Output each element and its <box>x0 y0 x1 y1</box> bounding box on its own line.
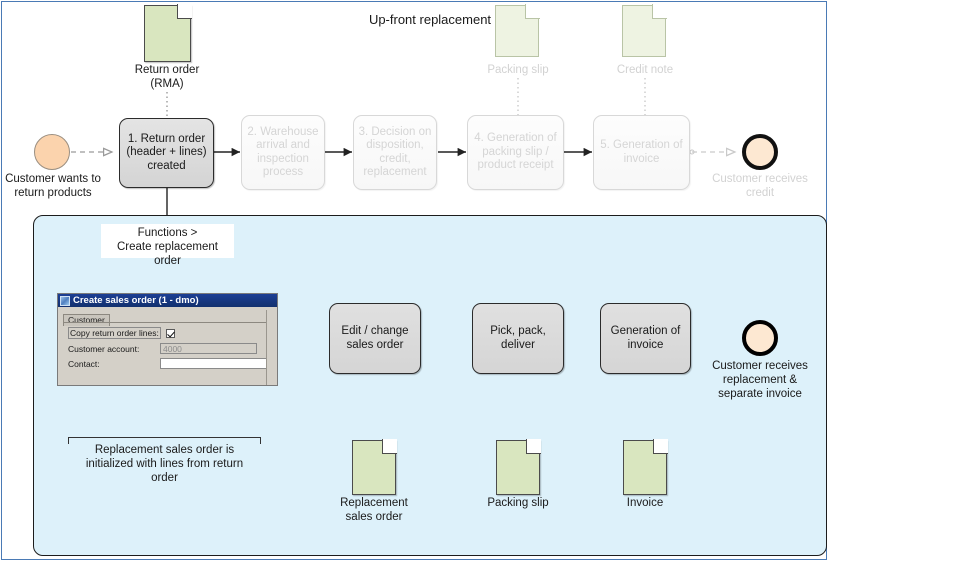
end-replacement-line1: Customer receives <box>712 360 808 372</box>
dialog-tabstrip[interactable]: Customer <box>58 310 277 326</box>
document-packing-slip-replacement <box>496 439 541 495</box>
start-event-label-line1: Customer wants to <box>5 173 101 185</box>
start-event <box>34 134 70 170</box>
contact-label: Contact: <box>68 358 100 369</box>
end-event-credit-label: Customer receives credit <box>700 172 820 200</box>
dialog-row-customer-account: Customer account: 4000 <box>58 343 277 354</box>
document-packing-slip-label: Packing slip <box>487 64 549 76</box>
dialog-row-copy-return-order-lines: Copy return order lines: <box>58 327 277 339</box>
document-credit-note <box>622 4 667 57</box>
window-icon <box>60 295 70 306</box>
functions-callout: Functions > Create replacement order <box>101 224 234 267</box>
task-pick-pack-deliver[interactable]: Pick, pack, deliver <box>472 303 564 374</box>
dialog-titlebar[interactable]: Create sales order (1 - dmo) <box>58 294 277 307</box>
task-decision-disposition[interactable]: 3. Decision on disposition, credit, repl… <box>353 115 437 190</box>
copy-return-order-lines-checkbox[interactable] <box>165 328 175 338</box>
document-fold-corner-icon <box>653 439 668 454</box>
document-credit-note-label: Credit note <box>616 64 674 76</box>
end-event-credit-label-line1: Customer receives <box>712 173 808 185</box>
customer-account-label: Customer account: <box>68 343 140 354</box>
end-replacement-line3: separate invoice <box>718 388 802 400</box>
document-fold-corner-icon <box>526 439 541 454</box>
bracket-annotation-label: Replacement sales order is initialized w… <box>58 443 271 485</box>
task-warehouse-arrival-inspection[interactable]: 2. Warehouse arrival and inspection proc… <box>241 115 325 190</box>
document-fold-corner-icon <box>382 439 397 454</box>
functions-callout-line2: Create replacement order <box>117 241 218 267</box>
document-fold-corner-icon <box>525 4 540 19</box>
bracket-annotation <box>68 437 261 444</box>
document-replacement-sales-order <box>352 439 397 495</box>
start-event-label: Customer wants to return products <box>0 172 108 200</box>
end-replacement-line2: replacement & <box>722 374 798 386</box>
dialog-title: Create sales order (1 - dmo) <box>73 295 199 306</box>
bracket-note-line3: order <box>151 472 178 484</box>
bracket-note-line1: Replacement sales order is <box>94 444 235 456</box>
end-event-credit-label-line2: credit <box>745 187 775 199</box>
functions-callout-line1: Functions > <box>137 227 198 239</box>
bracket-note-line2: initialized with lines from return <box>85 458 244 470</box>
end-event-replacement-label: Customer receives replacement & separate… <box>697 359 823 401</box>
tab-customer[interactable]: Customer <box>63 314 110 326</box>
start-event-label-line2: return products <box>14 187 92 199</box>
create-sales-order-dialog[interactable]: Create sales order (1 - dmo) Customer Co… <box>57 293 278 386</box>
task-generation-packing-slip[interactable]: 4. Generation of packing slip / product … <box>467 115 564 190</box>
document-replacement-sales-order-label: Replacement sales order <box>340 497 408 523</box>
copy-return-order-lines-label: Copy return order lines: <box>68 327 161 339</box>
tabstrip-divider <box>63 322 277 323</box>
document-invoice <box>623 439 668 495</box>
task-generation-invoice[interactable]: 5. Generation of invoice <box>593 115 690 190</box>
document-fold-corner-icon <box>177 4 192 19</box>
end-event-replacement <box>742 320 778 356</box>
pool-title: Up-front replacement <box>368 12 492 27</box>
customer-account-field[interactable]: 4000 <box>160 343 257 354</box>
document-return-order-label: Return order (RMA) <box>134 64 200 90</box>
document-fold-corner-icon <box>652 4 667 19</box>
dialog-scrollbar[interactable] <box>266 310 277 385</box>
document-packing-slip-replacement-label: Packing slip <box>487 497 549 509</box>
contact-field[interactable] <box>160 358 277 369</box>
task-return-order-created[interactable]: 1. Return order (header + lines) created <box>119 118 214 188</box>
task-generation-of-invoice[interactable]: Generation of invoice <box>600 303 691 374</box>
document-invoice-label: Invoice <box>626 497 664 509</box>
end-event-credit <box>742 134 778 170</box>
task-edit-change-sales-order[interactable]: Edit / change sales order <box>329 303 421 374</box>
document-packing-slip <box>495 4 540 57</box>
document-return-order <box>144 4 192 62</box>
dialog-row-contact: Contact: <box>58 358 277 369</box>
